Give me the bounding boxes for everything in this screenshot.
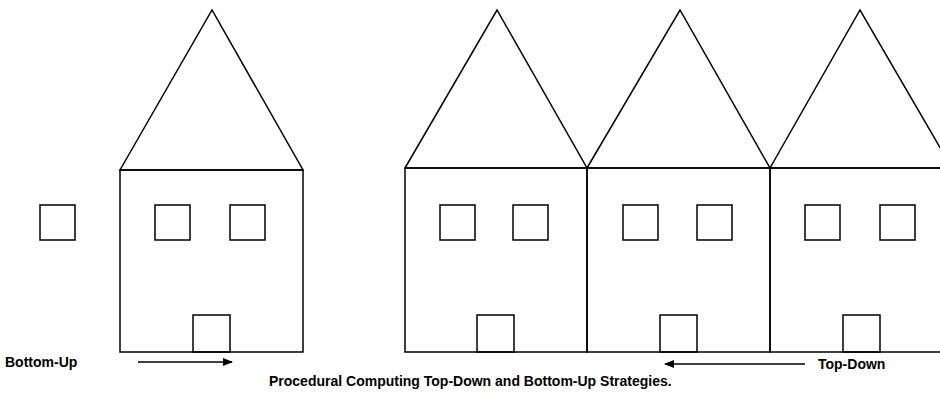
house-body <box>405 168 587 352</box>
roof <box>405 10 587 168</box>
direction-arrow <box>138 361 232 363</box>
direction-arrow <box>665 363 805 365</box>
house-body <box>120 170 303 352</box>
figure-caption: Procedural Computing Top-Down and Bottom… <box>269 373 672 389</box>
roof <box>120 10 303 170</box>
direction-label: Bottom-Up <box>5 354 77 370</box>
window-part <box>40 205 75 240</box>
direction-label: Top-Down <box>818 356 885 372</box>
